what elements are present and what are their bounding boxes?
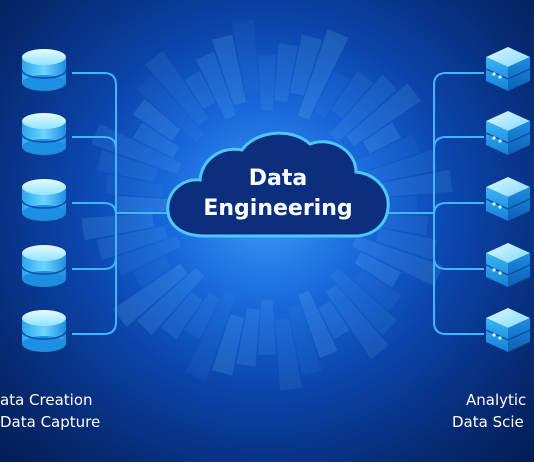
left-caption-line2: Data Capture: [0, 413, 101, 431]
burst-ray: [132, 256, 172, 288]
database-icon: [21, 49, 67, 91]
burst-ray: [105, 174, 164, 198]
burst-ray: [362, 122, 402, 154]
burst-ray: [184, 70, 216, 110]
burst-ray: [313, 70, 350, 118]
server-icon: [485, 47, 531, 91]
burst-ray: [352, 236, 443, 287]
burst-ray: [184, 292, 221, 340]
burst-ray: [288, 304, 323, 376]
burst-ray: [346, 83, 422, 147]
burst-ray: [136, 268, 204, 336]
burst-ray: [96, 149, 158, 182]
server-icon: [485, 243, 531, 287]
server-icon: [485, 177, 531, 221]
burst-ray: [91, 123, 182, 174]
right-caption-line2: Data Scie: [452, 413, 524, 431]
burst-ray: [298, 29, 349, 120]
left-connector-line: [72, 136, 117, 213]
burst-ray: [211, 34, 246, 106]
server-icon: [485, 111, 531, 155]
burst-ray: [211, 314, 244, 376]
data-source-icons: [21, 49, 67, 352]
cloud-title-line2: Engineering: [203, 196, 353, 221]
server-icon: [485, 308, 531, 352]
connector-lines: [72, 72, 484, 335]
burst-ray: [236, 308, 260, 367]
left-connector-line: [72, 72, 117, 213]
right-caption-line1: Analytic: [466, 391, 527, 409]
burst-ray: [352, 134, 421, 174]
burst-ray: [275, 317, 303, 391]
burst-ray: [331, 70, 374, 119]
burst-ray: [258, 55, 276, 111]
burst-ray: [330, 268, 398, 336]
burst-ray: [132, 98, 181, 141]
burst-ray: [274, 43, 298, 102]
burst-ray: [145, 50, 209, 126]
cloud-shape: [166, 131, 390, 238]
right-connector-line: [433, 213, 484, 335]
burst-ray: [132, 122, 180, 159]
burst-ray: [318, 300, 350, 340]
burst-ray: [290, 34, 323, 96]
left-connector-line: [72, 213, 117, 335]
burst-ray: [354, 251, 402, 288]
burst-ray: [231, 19, 259, 93]
burst-ray: [376, 228, 438, 261]
burst-ray: [325, 284, 389, 360]
right-connector-line: [433, 72, 484, 213]
left-caption-line1: ata Creation: [0, 391, 93, 409]
burst-ray: [330, 74, 398, 142]
burst-ray: [366, 149, 438, 184]
burst-ray: [353, 269, 402, 312]
burst-ray: [185, 290, 236, 381]
right-connector-line: [433, 136, 484, 213]
burst-ray: [117, 196, 173, 214]
database-icon: [21, 179, 67, 221]
database-icon: [21, 310, 67, 352]
data-consumer-icons: [485, 47, 531, 352]
burst-ray: [298, 290, 338, 359]
burst-ray: [81, 213, 155, 241]
burst-ray: [258, 299, 276, 355]
burst-ray: [196, 51, 236, 120]
database-icon: [21, 245, 67, 287]
burst-ray: [136, 74, 204, 142]
radial-burst-decoration: [81, 19, 453, 391]
burst-ray: [160, 291, 203, 340]
cloud-title-line1: Data: [248, 166, 308, 191]
burst-ray: [112, 263, 188, 327]
burst-ray: [113, 236, 182, 276]
burst-ray: [96, 226, 168, 261]
database-icon: [21, 113, 67, 155]
